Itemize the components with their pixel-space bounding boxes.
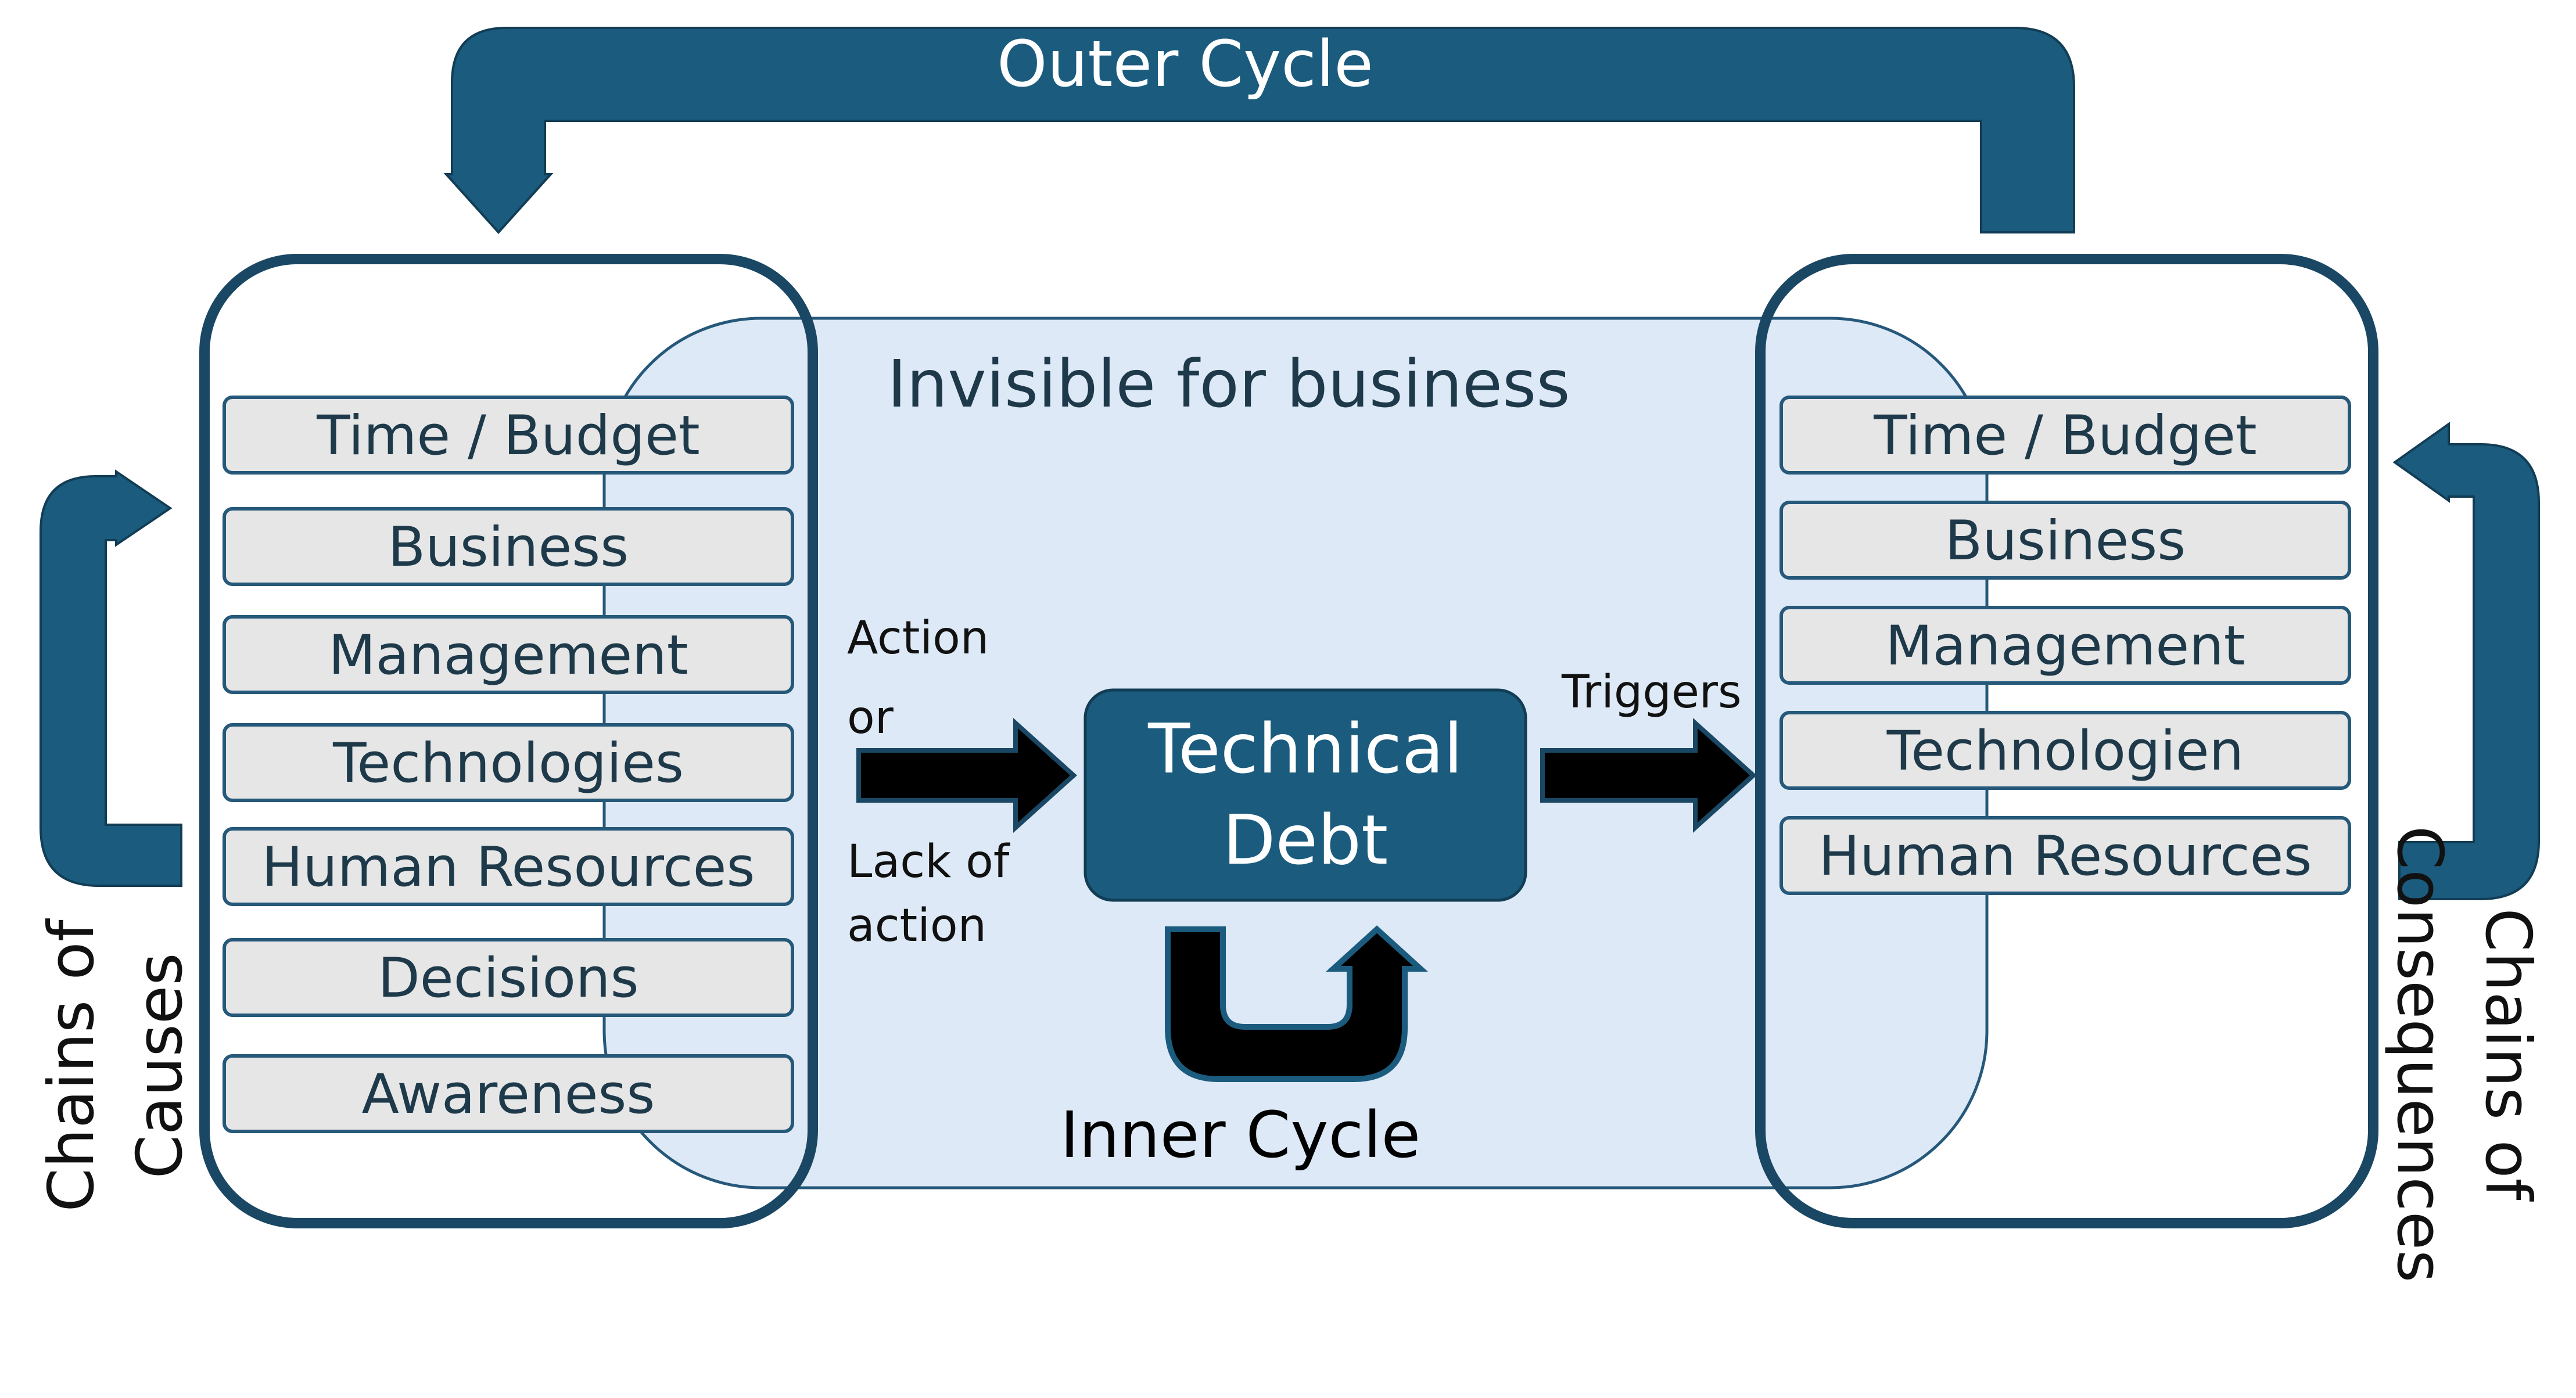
cause-item: Management <box>223 615 794 694</box>
consequence-item-label: Management <box>1885 614 2245 678</box>
cause-item-label: Human Resources <box>262 836 755 899</box>
cause-item: Time / Budget <box>223 396 794 475</box>
consequence-item-label: Technologien <box>1886 720 2244 783</box>
cause-item: Awareness <box>223 1054 794 1133</box>
cause-item: Human Resources <box>223 827 794 906</box>
causes-label-line1: Chains of <box>35 918 108 1212</box>
cause-item-label: Management <box>328 624 688 687</box>
cause-list: Time / Budget Business Management Techno… <box>223 396 794 1133</box>
action-line3: Lack of <box>847 836 1010 888</box>
cause-item-label: Business <box>388 516 629 579</box>
consequence-item-label: Business <box>1945 509 2186 573</box>
triggers-arrow <box>1540 718 1757 833</box>
consequence-list: Time / Budget Business Management Techno… <box>1779 396 2351 895</box>
cause-item-label: Decisions <box>378 947 638 1010</box>
action-line4: action <box>847 900 986 952</box>
outer-cycle-arrow <box>443 27 2075 234</box>
technical-debt-line2: Debt <box>1223 800 1389 880</box>
consequence-item: Human Resources <box>1779 816 2351 895</box>
consequences-label-line1: Chains of <box>2471 908 2544 1202</box>
consequence-item-label: Time / Budget <box>1873 404 2257 468</box>
triggers-label: Triggers <box>1561 666 1742 718</box>
causes-label-line2: Causes <box>124 953 196 1178</box>
outer-cycle-label: Outer Cycle <box>997 27 1373 101</box>
cause-item-label: Awareness <box>362 1063 655 1126</box>
cause-item: Decisions <box>223 938 794 1017</box>
consequence-item: Business <box>1779 501 2351 580</box>
cause-item: Business <box>223 507 794 586</box>
consequence-item-label: Human Resources <box>1819 825 2312 888</box>
action-line1: Action <box>847 612 989 664</box>
causes-box <box>199 254 818 1228</box>
inner-cycle-label: Inner Cycle <box>1060 1098 1420 1172</box>
action-arrow <box>856 718 1077 833</box>
action-line2: or <box>847 692 894 744</box>
consequence-item: Time / Budget <box>1779 396 2351 475</box>
consequence-item: Technologien <box>1779 711 2351 790</box>
inner-cycle-arrow <box>1165 925 1428 1082</box>
technical-debt-box <box>1084 688 1527 902</box>
consequences-label-line2: Consequences <box>2383 826 2456 1283</box>
causes-loop-arrow <box>40 469 182 887</box>
consequences-loop-arrow <box>2392 422 2540 900</box>
consequences-box <box>1755 254 2378 1228</box>
cause-item-label: Technologies <box>332 732 684 795</box>
cause-item: Technologies <box>223 723 794 802</box>
consequence-item: Management <box>1779 606 2351 685</box>
cause-item-label: Time / Budget <box>316 404 700 468</box>
invisible-label: Invisible for business <box>887 347 1570 422</box>
technical-debt-line1: Technical <box>1147 709 1463 789</box>
